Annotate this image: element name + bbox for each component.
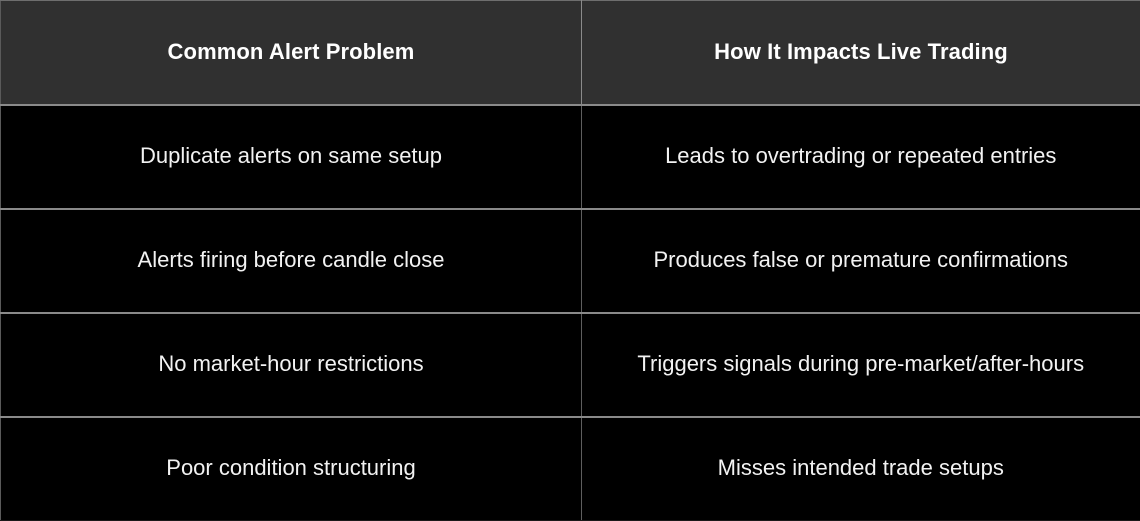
table-header-row: Common Alert Problem How It Impacts Live… <box>1 1 1140 105</box>
cell-problem: Alerts firing before candle close <box>1 209 582 313</box>
cell-impact: Produces false or premature confirmation… <box>582 209 1140 313</box>
table-row: Duplicate alerts on same setup Leads to … <box>1 105 1140 209</box>
cell-impact: Misses intended trade setups <box>582 417 1140 521</box>
cell-impact: Triggers signals during pre-market/after… <box>582 313 1140 417</box>
cell-problem: Poor condition structuring <box>1 417 582 521</box>
cell-impact: Leads to overtrading or repeated entries <box>582 105 1140 209</box>
table-row: Alerts firing before candle close Produc… <box>1 209 1140 313</box>
table-row: Poor condition structuring Misses intend… <box>1 417 1140 521</box>
cell-problem: Duplicate alerts on same setup <box>1 105 582 209</box>
table-head: Common Alert Problem How It Impacts Live… <box>1 1 1140 105</box>
table-body: Duplicate alerts on same setup Leads to … <box>1 105 1140 521</box>
column-header-common-alert-problem: Common Alert Problem <box>1 1 582 105</box>
cell-problem: No market-hour restrictions <box>1 313 582 417</box>
column-header-how-it-impacts-live-trading: How It Impacts Live Trading <box>582 1 1140 105</box>
table-row: No market-hour restrictions Triggers sig… <box>1 313 1140 417</box>
